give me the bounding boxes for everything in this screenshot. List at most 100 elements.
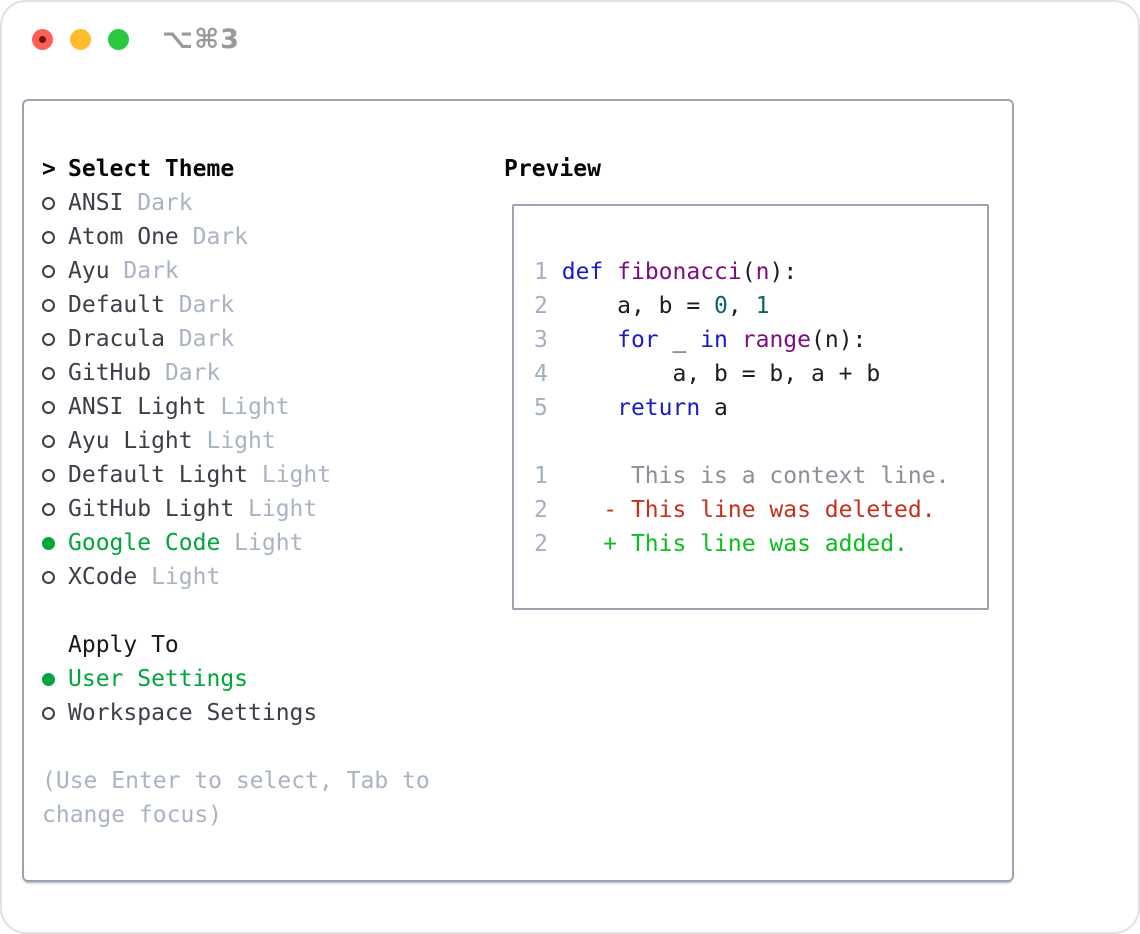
spacer <box>534 425 987 459</box>
code-token-pl: a, b = <box>547 293 715 319</box>
option-variant-label: Dark <box>192 224 249 250</box>
preview-code-line: 1 def fibonacci(n): <box>534 255 987 289</box>
theme-option-ayu-light[interactable]: Ayu Light Light <box>42 424 494 458</box>
radio-icon <box>42 298 55 312</box>
zoom-button[interactable] <box>108 29 129 50</box>
theme-option-github-light[interactable]: GitHub Light Light <box>42 492 494 526</box>
apply-option-workspace-settings[interactable]: Workspace Settings <box>42 696 494 730</box>
preview-code-line: 2 - This line was deleted. <box>534 493 987 527</box>
code-token-num: 1 <box>534 259 548 285</box>
keyboard-hint-line-1: (Use Enter to select, Tab to <box>42 768 430 794</box>
option-label: ANSI <box>68 190 124 216</box>
unsaved-changes-dot-icon <box>39 36 46 43</box>
code-token-lit: 0 <box>714 293 728 319</box>
spacer <box>42 730 494 764</box>
radio-selected-icon <box>42 536 55 550</box>
preview-code-line: 2 + This line was added. <box>534 527 987 561</box>
code-token-pl: , <box>727 293 756 319</box>
preview-code-line: 3 for _ in range(n): <box>534 323 987 357</box>
apply-to-header: Apply To <box>42 628 494 662</box>
option-label: Ayu <box>68 258 110 284</box>
theme-option-ansi[interactable]: ANSI Dark <box>42 186 494 220</box>
option-variant-label: Dark <box>137 190 193 216</box>
code-token-add: + This line was added. <box>603 531 908 557</box>
option-variant-label: Light <box>261 462 332 488</box>
option-label: User Settings <box>68 666 249 692</box>
option-label: GitHub Light <box>68 496 235 522</box>
code-token-fn: n <box>755 259 770 285</box>
option-label: XCode <box>68 564 138 590</box>
code-token-fn: fibonacci <box>617 259 742 285</box>
focus-caret-icon: > <box>42 156 56 182</box>
apply-to-title: Apply To <box>68 632 179 658</box>
code-token-pl: _ <box>658 327 701 353</box>
window-title: ⌥⌘3 <box>162 24 240 55</box>
code-token-pl <box>548 463 631 489</box>
keyboard-hint-line-2: change focus) <box>42 802 223 828</box>
code-token-num: 2 <box>534 531 548 557</box>
option-label: Ayu Light <box>68 428 193 454</box>
radio-icon <box>42 570 55 584</box>
close-button[interactable] <box>32 29 53 50</box>
code-token-pl: ( <box>741 259 756 285</box>
theme-list-title: Select Theme <box>68 156 235 182</box>
code-token-num: 1 <box>534 463 548 489</box>
option-label: Workspace Settings <box>68 700 318 726</box>
radio-icon <box>42 264 55 278</box>
radio-icon <box>42 332 55 346</box>
radio-icon <box>42 400 55 414</box>
option-variant-label: Dark <box>178 292 235 318</box>
option-variant-label: Dark <box>178 326 235 352</box>
radio-icon <box>42 434 55 448</box>
option-label: Atom One <box>68 224 179 250</box>
preview-code-line: 1 This is a context line. <box>534 459 987 493</box>
theme-option-xcode[interactable]: XCode Light <box>42 560 494 594</box>
theme-option-github[interactable]: GitHub Dark <box>42 356 494 390</box>
code-token-num: 5 <box>534 395 548 421</box>
code-token-kw: in <box>700 327 728 353</box>
radio-icon <box>42 706 55 720</box>
option-variant-label: Dark <box>123 258 179 284</box>
radio-icon <box>42 366 55 380</box>
code-token-kw: for <box>617 327 659 353</box>
preview-code-line: 5 return a <box>534 391 987 425</box>
code-token-pl: a <box>700 395 728 421</box>
theme-option-atom-one[interactable]: Atom One Dark <box>42 220 494 254</box>
radio-icon <box>42 502 55 516</box>
theme-option-default-light[interactable]: Default Light Light <box>42 458 494 492</box>
option-variant-label: Light <box>206 428 276 454</box>
select-theme-header: > Select Theme <box>42 152 494 186</box>
option-label: GitHub <box>68 360 152 386</box>
code-token-pl: (n): <box>811 327 867 353</box>
code-token-kw: def <box>561 259 604 285</box>
theme-option-ayu[interactable]: Ayu Dark <box>42 254 494 288</box>
code-token-ctx: This is a context line. <box>630 463 950 489</box>
option-variant-label: Light <box>234 530 304 556</box>
code-token-kw: return <box>617 395 701 421</box>
option-label: Dracula <box>68 326 165 352</box>
radio-icon <box>42 468 55 482</box>
option-variant-label: Light <box>220 394 290 420</box>
code-token-pl <box>548 259 562 285</box>
option-variant-label: Dark <box>164 360 221 386</box>
option-label: Default Light <box>68 462 249 488</box>
theme-option-dracula[interactable]: Dracula Dark <box>42 322 494 356</box>
code-token-num: 2 <box>534 497 548 523</box>
spacer <box>42 594 494 628</box>
radio-icon <box>42 196 55 210</box>
code-token-num: 3 <box>534 327 548 353</box>
radio-selected-icon <box>42 672 55 686</box>
code-token-num: 2 <box>534 293 548 319</box>
code-token-pl <box>548 531 603 557</box>
option-variant-label: Light <box>151 564 221 590</box>
minimize-button[interactable] <box>70 29 91 50</box>
option-variant-label: Light <box>248 496 318 522</box>
apply-option-user-settings[interactable]: User Settings <box>42 662 494 696</box>
